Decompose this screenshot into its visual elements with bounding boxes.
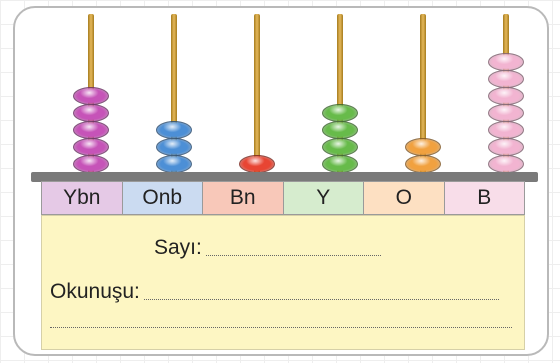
bead <box>156 138 192 156</box>
bead-stack <box>315 8 365 173</box>
sayi-answer-line[interactable] <box>205 254 381 256</box>
abacus-rod-y <box>315 8 365 174</box>
bead <box>488 70 524 88</box>
place-label-o: O <box>364 182 445 214</box>
place-label-y: Y <box>283 182 364 214</box>
bead <box>73 138 109 156</box>
okunusu-answer-line-2[interactable] <box>50 326 512 328</box>
bead <box>322 121 358 139</box>
bead <box>156 121 192 139</box>
abacus-rod-ybn <box>66 8 116 174</box>
okunusu-row-2 <box>50 326 512 332</box>
bead <box>73 104 109 122</box>
abacus-rod-onb <box>149 8 199 174</box>
bead <box>156 155 192 173</box>
abacus-base <box>31 172 538 182</box>
rod-stick <box>337 14 343 174</box>
okunusu-row: Okunuşu: <box>50 280 499 304</box>
bead <box>488 53 524 71</box>
bead-stack <box>149 8 199 173</box>
okunusu-label: Okunuşu: <box>50 280 140 303</box>
rod-stick <box>171 14 177 174</box>
place-label-bn: Bn <box>203 182 284 214</box>
bead <box>488 104 524 122</box>
bead-stack <box>481 8 531 173</box>
abacus-rod-b <box>481 8 531 174</box>
bead <box>239 155 275 173</box>
bead <box>73 155 109 173</box>
bead <box>73 87 109 105</box>
bead <box>488 138 524 156</box>
bead <box>405 138 441 156</box>
bead-stack <box>66 8 116 173</box>
bead-stack <box>232 8 282 173</box>
okunusu-answer-line[interactable] <box>143 298 499 300</box>
abacus-rod-bn <box>232 8 282 174</box>
sayi-label: Sayı: <box>154 236 202 259</box>
bead <box>488 155 524 173</box>
bead <box>405 155 441 173</box>
place-label-b: B <box>444 182 524 214</box>
bead <box>322 138 358 156</box>
bead-stack <box>398 8 448 173</box>
bead <box>322 104 358 122</box>
abacus <box>15 8 547 174</box>
answer-box: Sayı: Okunuşu: <box>41 215 525 350</box>
sayi-row: Sayı: <box>154 236 381 260</box>
place-label-ybn: Ybn <box>42 182 123 214</box>
bead <box>322 155 358 173</box>
abacus-rod-o <box>398 8 448 174</box>
rod-stick <box>254 14 260 174</box>
bead <box>488 87 524 105</box>
rod-stick <box>420 14 426 174</box>
bead <box>488 121 524 139</box>
place-label-onb: Onb <box>122 182 203 214</box>
bead <box>73 121 109 139</box>
